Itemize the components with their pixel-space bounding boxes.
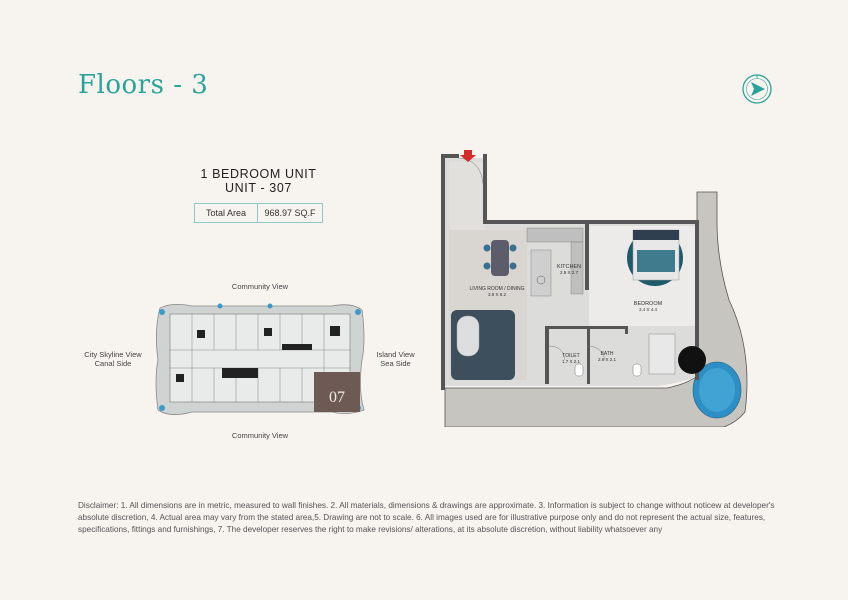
highlighted-unit: [314, 372, 360, 412]
keyplan-left-label-1: City Skyline View: [84, 350, 142, 359]
keyplan-right-label: Island View Sea Side: [368, 350, 423, 368]
keyplan-left-label: City Skyline View Canal Side: [78, 350, 148, 368]
unit-number: UNIT - 307: [225, 181, 292, 195]
toilet-label: TOILET: [562, 353, 579, 359]
total-area-box: Total Area 968.97 SQ.F: [194, 203, 323, 223]
svg-text:N: N: [756, 75, 759, 79]
living-size: 3.9 X 6.2: [488, 292, 507, 297]
key-plan: 07: [155, 303, 365, 415]
bedroom-size: 3.4 X 4.4: [639, 307, 658, 312]
bath-size: 2.6 X 2.1: [598, 357, 617, 362]
bedroom-label: BEDROOM: [634, 301, 663, 307]
toilet-size: 1.7 X 2.1: [562, 359, 581, 364]
keyplan-bottom-label: Community View: [231, 431, 289, 440]
keyplan-right-label-1: Island View: [376, 350, 415, 359]
page-title: Floors - 3: [78, 70, 209, 100]
entry-arrow-icon: [460, 150, 476, 162]
living-label: LIVING ROOM / DINING: [469, 286, 524, 292]
unit-heading: 1 BEDROOM UNIT UNIT - 307: [196, 167, 321, 195]
compass-icon: N: [742, 74, 772, 104]
total-area-label: Total Area: [195, 204, 258, 222]
keyplan-top-label: Community View: [231, 282, 289, 291]
unit-type: 1 BEDROOM UNIT: [200, 167, 317, 181]
kitchen-size: 2.9 X 2.7: [560, 270, 579, 275]
floor-plan: KITCHEN 2.9 X 2.7 LIVING ROOM / DINING 3…: [441, 150, 748, 427]
highlighted-unit-number: 07: [329, 389, 345, 406]
total-area-value: 968.97 SQ.F: [264, 208, 316, 218]
disclaimer-text: Disclaimer: 1. All dimensions are in met…: [78, 501, 775, 534]
keyplan-left-label-2: Canal Side: [94, 359, 132, 368]
keyplan-right-label-2: Sea Side: [380, 359, 411, 368]
bath-label: BATH: [601, 351, 614, 357]
kitchen-label: KITCHEN: [557, 264, 581, 270]
